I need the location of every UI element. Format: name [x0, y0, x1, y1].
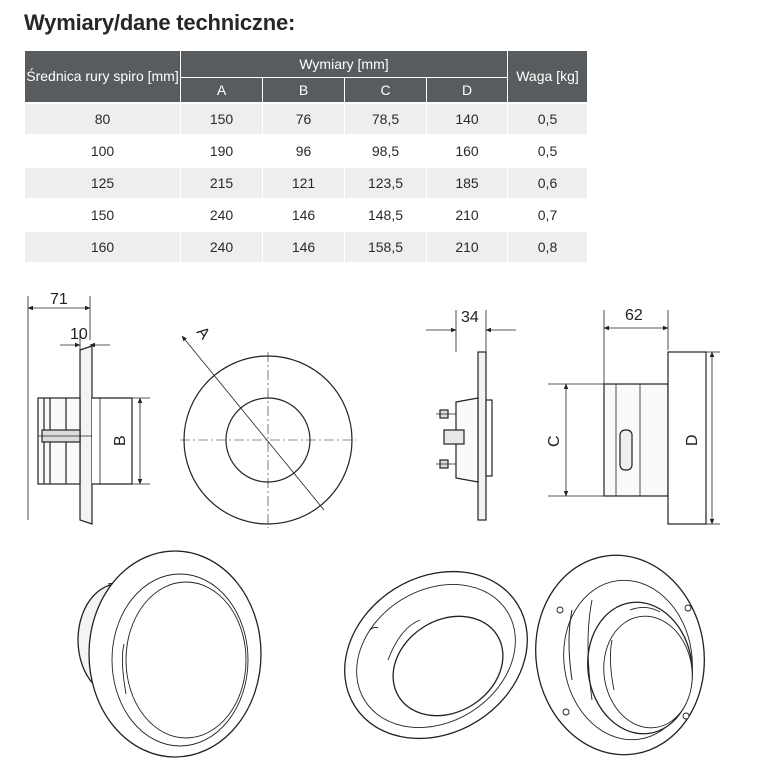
header-a: A [180, 77, 263, 104]
label-a: A [193, 324, 213, 343]
header-d: D [426, 77, 508, 104]
cell-a: 215 [180, 166, 263, 200]
table-row: 150 240 146 148,5 210 0,7 [24, 198, 588, 232]
cell-d: 210 [426, 198, 508, 232]
perspective-view-left [77, 550, 262, 758]
table-row: 80 150 76 78,5 140 0,5 [24, 102, 588, 136]
side-view-right [548, 310, 720, 525]
table-row: 160 240 146 158,5 210 0,8 [24, 230, 588, 263]
cell-b: 146 [262, 230, 345, 263]
cell-diameter: 80 [24, 102, 181, 136]
header-diameter: Średnica rury spiro [mm] [24, 50, 181, 104]
label-b: B [112, 435, 129, 446]
header-b: B [262, 77, 345, 104]
cell-a: 190 [180, 134, 263, 168]
label-10: 10 [70, 326, 88, 343]
cell-b: 146 [262, 198, 345, 232]
cell-diameter: 150 [24, 198, 181, 232]
cell-a: 240 [180, 198, 263, 232]
cell-weight: 0,8 [507, 230, 588, 263]
cell-diameter: 160 [24, 230, 181, 263]
label-71: 71 [50, 291, 68, 308]
label-34: 34 [461, 309, 479, 326]
front-view [180, 335, 356, 528]
cell-weight: 0,5 [507, 134, 588, 168]
cell-c: 78,5 [344, 102, 427, 136]
label-c: C [546, 435, 563, 447]
label-62: 62 [625, 307, 643, 324]
cell-diameter: 100 [24, 134, 181, 168]
cell-c: 158,5 [344, 230, 427, 263]
header-c: C [344, 77, 427, 104]
cell-b: 76 [262, 102, 345, 136]
cell-a: 240 [180, 230, 263, 263]
cell-weight: 0,7 [507, 198, 588, 232]
cell-diameter: 125 [24, 166, 181, 200]
perspective-view-right [535, 554, 705, 756]
side-view-narrow [426, 310, 516, 521]
table-row: 125 215 121 123,5 185 0,6 [24, 166, 588, 200]
label-d: D [684, 434, 701, 446]
cell-d: 140 [426, 102, 508, 136]
spec-table: Średnica rury spiro [mm] Wymiary [mm] Wa… [24, 50, 588, 263]
header-dimensions: Wymiary [mm] [180, 50, 508, 78]
side-view-left [27, 296, 150, 525]
page-title: Wymiary/dane techniczne: [24, 10, 296, 35]
perspective-view-center [344, 570, 528, 740]
cell-a: 150 [180, 102, 263, 136]
cell-d: 185 [426, 166, 508, 200]
cell-c: 98,5 [344, 134, 427, 168]
cell-b: 96 [262, 134, 345, 168]
header-weight: Waga [kg] [507, 50, 588, 104]
cell-d: 210 [426, 230, 508, 263]
cell-weight: 0,6 [507, 166, 588, 200]
table-row: 100 190 96 98,5 160 0,5 [24, 134, 588, 168]
